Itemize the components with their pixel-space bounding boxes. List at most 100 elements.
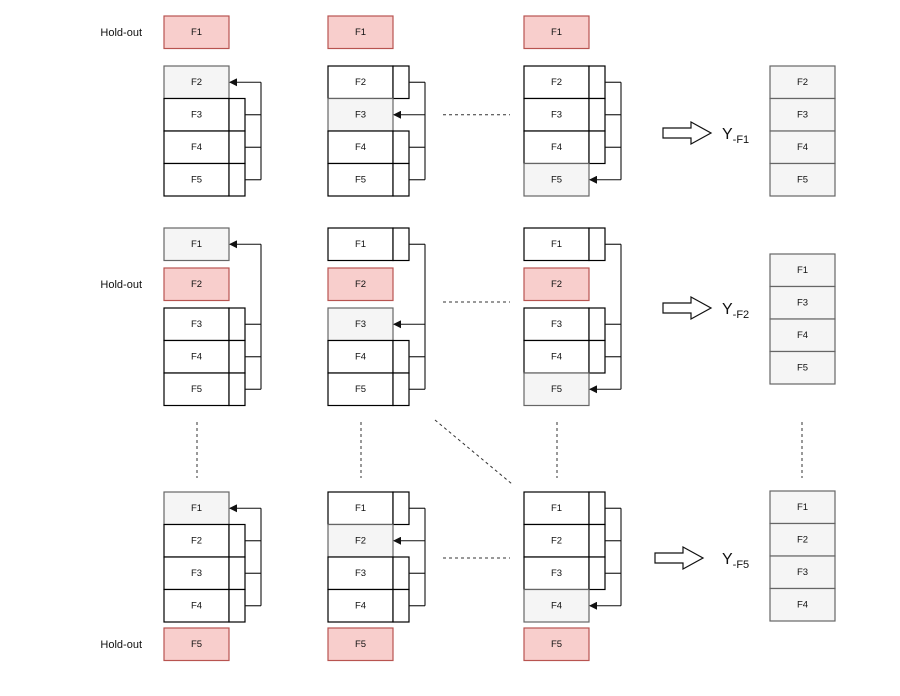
- fold-label: F1: [355, 239, 366, 250]
- fold-side-strip: [228, 97, 246, 132]
- fold-side-strip: [392, 65, 410, 100]
- output-fold: [769, 587, 836, 622]
- fold-label: F2: [355, 279, 366, 290]
- fold-side-strip: [392, 130, 410, 165]
- fold-label: F5: [191, 174, 202, 185]
- training-fold: [163, 372, 230, 407]
- fold-label: F2: [191, 77, 202, 88]
- fold-label: F4: [191, 600, 202, 611]
- output-label: Y-F5: [722, 551, 749, 571]
- output-fold-label: F1: [797, 502, 808, 513]
- training-fold: [523, 97, 590, 132]
- output-label: Y-F2: [722, 301, 749, 321]
- fold-side-strip: [228, 339, 246, 374]
- training-fold: [163, 162, 230, 197]
- training-fold: [163, 523, 230, 558]
- fold-side-strip: [392, 588, 410, 623]
- fold-label: F4: [551, 600, 562, 611]
- output-fold-label: F2: [797, 77, 808, 88]
- holdout-fold: [163, 267, 230, 302]
- fold-label: F3: [551, 568, 562, 579]
- holdout-fold: [523, 627, 590, 662]
- output-fold-label: F1: [797, 265, 808, 276]
- validation-fold: [523, 372, 590, 407]
- output-fold: [769, 65, 836, 100]
- fold-label: F5: [191, 639, 202, 650]
- holdout-fold: [163, 15, 230, 50]
- output-label-main: Y: [722, 126, 733, 143]
- fold-label: F1: [191, 27, 202, 38]
- fold-side-strip: [588, 97, 606, 132]
- fold-label: F4: [551, 142, 562, 153]
- fold-side-strip: [228, 556, 246, 591]
- fold-label: F3: [191, 568, 202, 579]
- output-fold-label: F3: [797, 567, 808, 578]
- fold-label: F5: [355, 639, 366, 650]
- hold-out-label: Hold-out: [100, 27, 142, 39]
- fold-label: F5: [551, 384, 562, 395]
- training-fold: [327, 227, 394, 262]
- fold-label: F1: [551, 239, 562, 250]
- holdout-fold: [327, 15, 394, 50]
- output-arrow-icon: [662, 120, 713, 146]
- fold-side-strip: [228, 130, 246, 165]
- output-fold: [769, 555, 836, 590]
- output-fold-label: F4: [797, 599, 808, 610]
- output-arrow-icon: [662, 295, 713, 321]
- fold-side-strip: [228, 162, 246, 197]
- fold-label: F3: [355, 319, 366, 330]
- fold-label: F4: [191, 351, 202, 362]
- output-fold-label: F2: [797, 534, 808, 545]
- fold-label: F2: [355, 77, 366, 88]
- fold-label: F5: [355, 384, 366, 395]
- fold-side-strip: [228, 588, 246, 623]
- fold-label: F3: [191, 319, 202, 330]
- fold-side-strip: [588, 339, 606, 374]
- fold-side-strip: [228, 523, 246, 558]
- holdout-fold: [163, 627, 230, 662]
- output-arrow-icon: [654, 545, 705, 571]
- fold-label: F3: [355, 568, 366, 579]
- training-fold: [523, 130, 590, 165]
- validation-fold: [327, 307, 394, 342]
- output-label-main: Y: [722, 301, 733, 318]
- output-fold-label: F5: [797, 174, 808, 185]
- fold-label: F1: [355, 27, 366, 38]
- fold-side-strip: [588, 556, 606, 591]
- fold-label: F3: [551, 109, 562, 120]
- fold-side-strip: [588, 65, 606, 100]
- hold-out-label: Hold-out: [100, 639, 142, 651]
- fold-label: F1: [191, 503, 202, 514]
- fold-label: F3: [191, 109, 202, 120]
- holdout-fold: [327, 267, 394, 302]
- outer-fold-row-3: Hold-outF1F2F3F4F5F1F2F3F4F5F1F2F3F4F5Y-…: [100, 490, 836, 662]
- output-label-subscript: -F5: [733, 559, 750, 571]
- fold-side-strip: [588, 227, 606, 262]
- output-fold-label: F5: [797, 362, 808, 373]
- fold-side-strip: [228, 307, 246, 342]
- output-fold: [769, 162, 836, 197]
- output-fold-label: F4: [797, 330, 808, 341]
- output-label-subscript: -F2: [733, 309, 750, 321]
- holdout-fold: [523, 15, 590, 50]
- fold-label: F2: [191, 535, 202, 546]
- fold-label: F4: [191, 142, 202, 153]
- training-fold: [327, 491, 394, 526]
- output-fold: [769, 350, 836, 385]
- fold-side-strip: [588, 130, 606, 165]
- validation-fold: [163, 227, 230, 262]
- fold-label: F1: [551, 27, 562, 38]
- validation-fold: [523, 162, 590, 197]
- fold-label: F2: [191, 279, 202, 290]
- fold-side-strip: [588, 307, 606, 342]
- output-fold-label: F4: [797, 142, 808, 153]
